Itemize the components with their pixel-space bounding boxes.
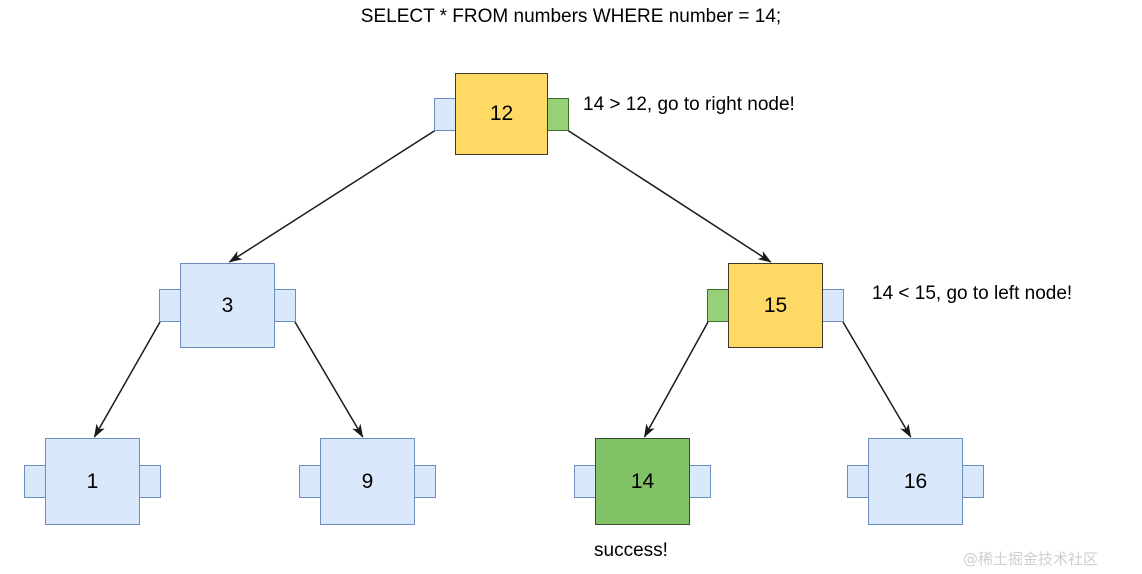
watermark: @稀土掘金技术社区 bbox=[963, 550, 1099, 568]
tree-node-label: 14 bbox=[630, 469, 655, 493]
edge-12-to-15 bbox=[567, 129, 772, 263]
pointer-stub-left-left-child bbox=[159, 289, 182, 322]
pointer-stub-right-root bbox=[546, 97, 569, 131]
tree-node-label: 12 bbox=[489, 102, 514, 125]
pointer-stub-right-leaf-9 bbox=[413, 465, 436, 498]
pointer-stub-left-leaf-14 bbox=[574, 465, 597, 498]
tree-node-label: 16 bbox=[903, 469, 928, 493]
note-root: 14 > 12, go to right node! bbox=[583, 94, 795, 115]
pointer-stub-right-right-child bbox=[821, 289, 844, 322]
tree-node-label: 15 bbox=[763, 293, 788, 317]
edge-3-to-9 bbox=[294, 321, 364, 438]
page-title: SELECT * FROM numbers WHERE number = 14; bbox=[360, 6, 782, 27]
tree-node-15[interactable]: 15 bbox=[728, 263, 823, 348]
edge-12-to-3 bbox=[228, 129, 436, 263]
success-caption: success! bbox=[594, 540, 668, 561]
edge-15-to-16 bbox=[842, 321, 912, 438]
pointer-stub-right-left-child bbox=[273, 289, 296, 322]
tree-node-3[interactable]: 3 bbox=[180, 263, 275, 348]
tree-node-16[interactable]: 16 bbox=[868, 438, 963, 525]
tree-node-1[interactable]: 1 bbox=[45, 438, 140, 525]
tree-node-label: 1 bbox=[86, 469, 99, 493]
pointer-stub-left-leaf-1 bbox=[24, 465, 47, 498]
note-right: 14 < 15, go to left node! bbox=[872, 283, 1073, 304]
pointer-stub-left-leaf-16 bbox=[847, 465, 870, 498]
pointer-stub-right-leaf-14 bbox=[688, 465, 711, 498]
pointer-stub-left-root bbox=[434, 97, 457, 131]
pointer-stub-right-leaf-1 bbox=[138, 465, 161, 498]
edge-3-to-1 bbox=[93, 321, 161, 438]
tree-node-14[interactable]: 14 bbox=[595, 438, 690, 525]
tree-node-label: 9 bbox=[361, 469, 374, 493]
tree-node-12[interactable]: 12 bbox=[455, 73, 548, 155]
tree-node-9[interactable]: 9 bbox=[320, 438, 415, 525]
pointer-stub-right-leaf-16 bbox=[961, 465, 984, 498]
pointer-stub-left-right-child bbox=[707, 289, 730, 322]
pointer-stub-left-leaf-9 bbox=[299, 465, 322, 498]
edge-15-to-14 bbox=[643, 321, 709, 438]
tree-node-label: 3 bbox=[221, 293, 234, 317]
